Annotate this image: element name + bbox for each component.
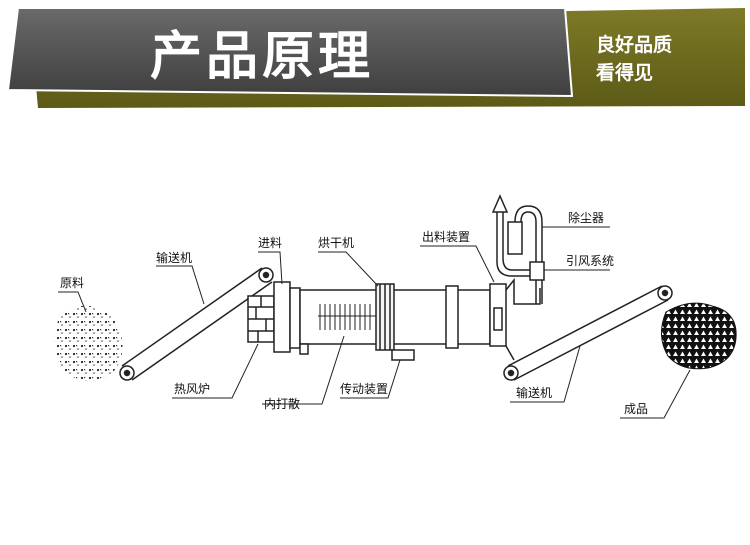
label-hot-air-furnace: 热风炉 — [174, 382, 210, 396]
slogan-line-2: 看得见 — [596, 62, 654, 84]
discharge-device — [489, 277, 541, 361]
hot-air-furnace — [247, 295, 275, 343]
label-induced-draft-system: 引风系统 — [566, 254, 614, 268]
label-dust-remover: 除尘器 — [568, 210, 604, 225]
leader-lines — [58, 226, 691, 419]
label-raw-material: 原料 — [60, 276, 84, 290]
dust-collector — [491, 194, 545, 304]
label-finished-product: 成品 — [624, 402, 648, 416]
banner-gray-band — [6, 7, 574, 98]
page-title: 产品原理 — [150, 27, 375, 87]
label-transmission-device: 传动装置 — [340, 381, 388, 396]
dryer-drum — [299, 283, 491, 361]
finished-product-pile — [661, 302, 737, 370]
label-right-conveyor: 输送机 — [516, 385, 552, 400]
feed-hopper — [273, 281, 301, 353]
right-conveyor — [503, 285, 673, 381]
label-left-conveyor: 输送机 — [156, 250, 192, 265]
internal-scatter-comb — [318, 304, 376, 330]
label-feed: 进料 — [258, 236, 282, 250]
label-dryer: 烘干机 — [318, 236, 354, 250]
slogan-line-1: 良好品质 — [596, 34, 673, 56]
diagram-labels: 原料 输送机 进料 烘干机 出料装置 除尘器 引风系统 热风炉 内打散 传动装置… — [60, 210, 648, 416]
label-discharge-device: 出料装置 — [422, 230, 470, 244]
raw-material-pile — [54, 305, 123, 381]
banner-shapes — [6, 7, 745, 108]
header-banner: 产品原理 良好品质 看得见 — [0, 0, 750, 115]
label-internal-scatter: 内打散 — [264, 396, 300, 411]
